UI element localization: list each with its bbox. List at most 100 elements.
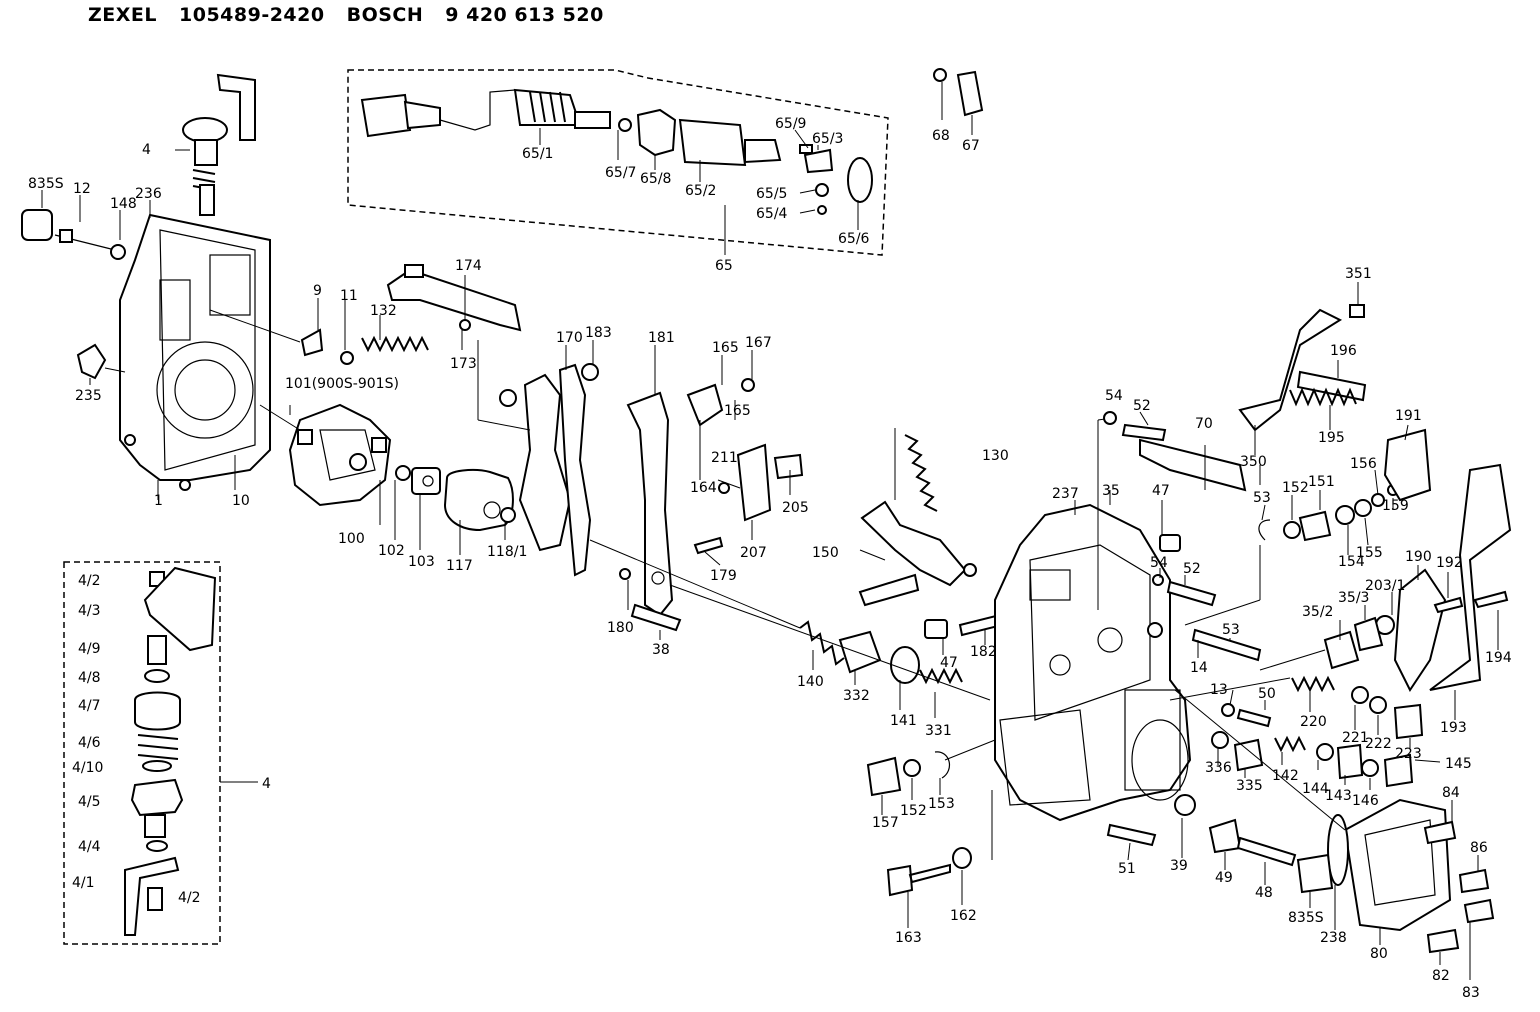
nut-39 [1174,794,1196,816]
leader-lines [41,82,1499,980]
label-14: 14 [1190,660,1208,676]
nut-35-3 [1353,616,1384,652]
label-39: 39 [1170,858,1188,874]
sleeve-103 [411,467,441,495]
label-238: 238 [1320,930,1347,946]
label-146: 146 [1352,793,1379,809]
nut-145 [1383,753,1414,788]
label-164: 164 [690,480,717,496]
label-35-2: 35/2 [1302,604,1333,620]
group-box-4 [63,561,221,945]
label-12: 12 [73,181,91,197]
label-205: 205 [782,500,809,516]
label-183: 183 [585,325,612,341]
plug-235 [76,343,126,380]
label-143: 143 [1325,788,1352,804]
label-162: 162 [950,908,977,924]
label-86: 86 [1470,840,1488,856]
plug-157 [866,756,902,797]
cap-835s-b [1296,853,1334,894]
label-191: 191 [1395,408,1422,424]
spring-142 [1274,735,1306,753]
governor-housing [119,213,271,491]
label-181: 181 [648,330,675,346]
label-180: 180 [607,620,634,636]
bolt-52-top [1121,423,1167,442]
brand-zexel: ZEXEL [88,4,157,26]
label-144: 144 [1302,781,1329,797]
label-65: 65 [715,258,733,274]
part-labels: 4 835S 12 148 236 235 1 10 9 11 132 174 … [28,116,1512,1001]
label-65-6: 65/6 [838,231,870,247]
label-53-b: 53 [1222,622,1240,638]
label-179: 179 [710,568,737,584]
label-67: 67 [962,138,980,154]
clamp-67 [933,68,984,117]
cap-143 [1336,743,1364,780]
pin-179 [693,536,724,555]
washer-336 [1211,731,1229,749]
group-4-parts [124,566,217,936]
pivot-165 [686,378,755,427]
label-100: 100 [338,531,365,547]
label-236: 236 [135,186,162,202]
lever-170 [499,363,599,577]
clip-153 [1258,519,1271,541]
label-4: 4 [142,142,151,158]
label-102: 102 [378,543,405,559]
label-157: 157 [872,815,899,831]
washer-162 [952,847,972,869]
label-207: 207 [740,545,767,561]
label-130: 130 [982,448,1009,464]
label-145: 145 [1445,756,1472,772]
label-103: 103 [408,554,435,570]
label-52-a: 52 [1133,398,1151,414]
lever-181 [626,391,674,617]
label-4-9: 4/9 [78,641,101,657]
label-35: 35 [1102,483,1120,499]
label-53-a: 53 [1253,490,1271,506]
label-13: 13 [1210,682,1228,698]
label-152-a: 152 [1282,480,1309,496]
label-65-4: 65/4 [756,206,788,222]
label-47-b: 47 [1152,483,1170,499]
label-350: 350 [1240,454,1267,470]
label-65-9: 65/9 [775,116,806,132]
label-165-a: 165 [712,340,739,356]
label-65-8: 65/8 [640,171,671,187]
label-54-b: 54 [1150,555,1168,571]
label-153: 153 [928,796,955,812]
label-65-7: 65/7 [605,165,636,181]
cover-80 [1327,798,1452,932]
fitting-35-2 [1323,630,1360,670]
washer-154 [1335,505,1355,525]
oring-152 [1283,521,1301,539]
label-70: 70 [1195,416,1213,432]
screw-194 [1473,590,1509,609]
group-box-65 [347,69,889,256]
spring-140 [799,620,845,666]
label-203-1: 203/1 [1365,578,1405,594]
label-84: 84 [1442,785,1460,801]
label-4-box: 4 [262,776,271,792]
label-4-1: 4/1 [72,875,95,891]
label-220: 220 [1300,714,1327,730]
bolt-47-right [1159,534,1181,552]
label-80: 80 [1370,946,1388,962]
label-152-b: 152 [900,803,927,819]
spring-195 [1289,387,1357,407]
label-195: 195 [1318,430,1345,446]
washer-118-1 [500,507,516,523]
bolt-48 [1236,836,1297,867]
label-159: 159 [1382,498,1409,514]
label-165-b: 165 [724,403,751,419]
spring-220 [1291,675,1335,693]
washer-144 [1316,743,1334,761]
nut-332 [838,630,882,674]
screw-84 [1423,820,1457,845]
gasket-238 [1327,814,1349,886]
plug-335 [1233,738,1264,772]
screw-86 [1458,868,1490,894]
label-48: 48 [1255,885,1273,901]
